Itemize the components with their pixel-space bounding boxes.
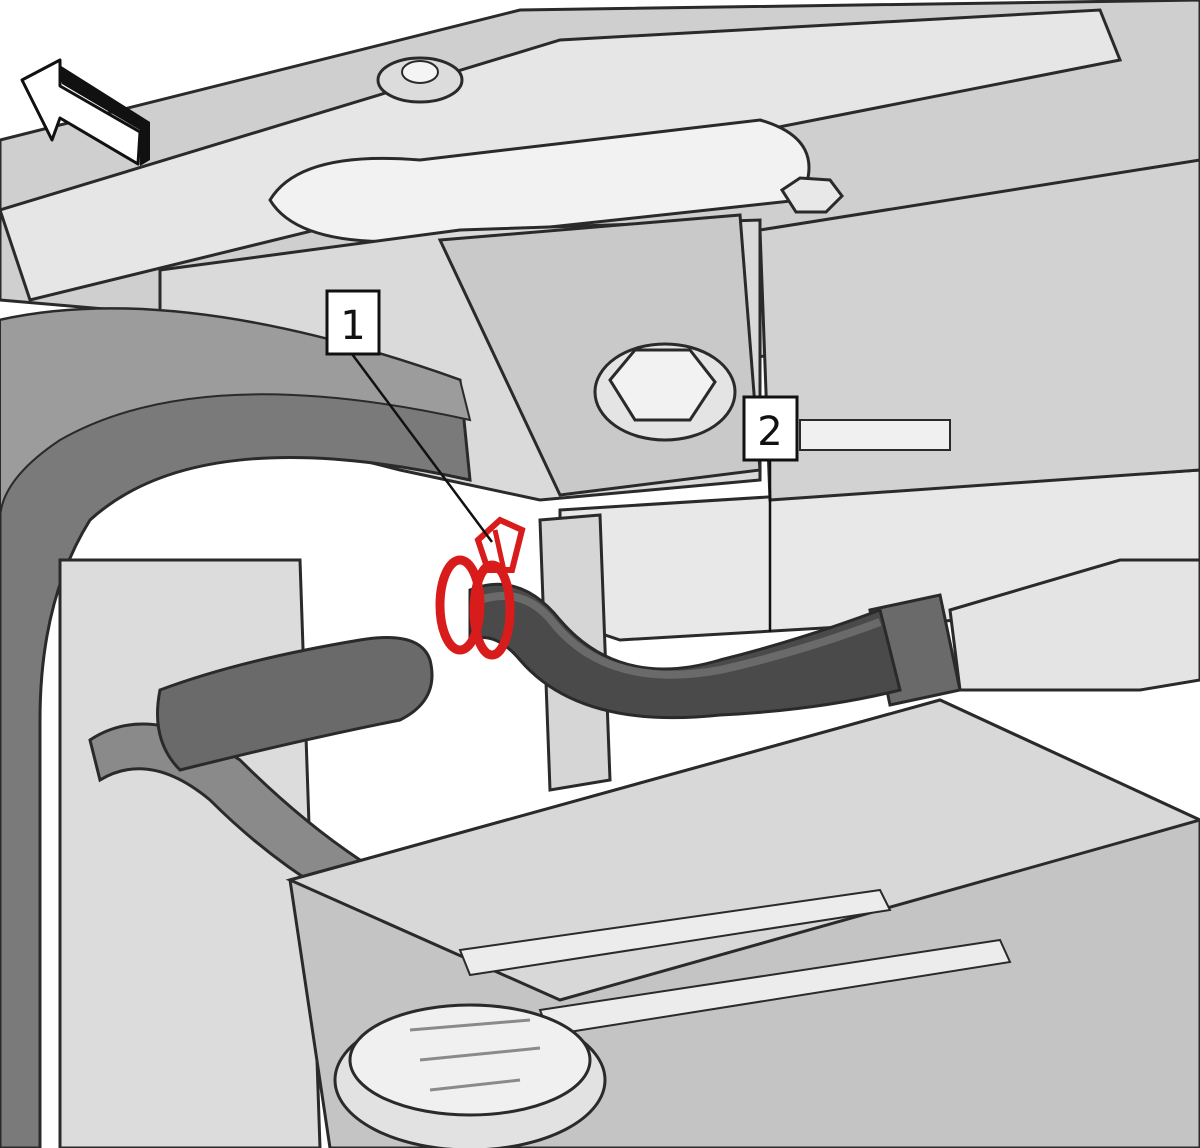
left-frame-rail-top (0, 307, 472, 521)
callout-2-box (742, 395, 799, 462)
callout-1-box (325, 289, 381, 356)
hose-clamp (435, 516, 526, 660)
battery-cover-rib (458, 888, 892, 977)
callout-1-leader (350, 353, 494, 543)
reservoir-cap (333, 1003, 607, 1148)
callout-2-label: 2 (757, 409, 782, 455)
upper-left-hose (156, 636, 434, 772)
callout-2: 2 (742, 395, 799, 462)
callout-1-label: 1 (340, 303, 365, 349)
forward-direction-arrow-icon (20, 58, 150, 166)
callout-1: 1 (325, 289, 381, 356)
bolt-upper-right (779, 176, 844, 214)
bolt-large-hex (593, 342, 737, 442)
side-panel-slot (799, 419, 951, 451)
bolt-upper-left (376, 56, 464, 104)
coolant-hose (468, 582, 902, 720)
coolant-hose-highlight (478, 591, 882, 679)
support-cutout (268, 118, 811, 244)
